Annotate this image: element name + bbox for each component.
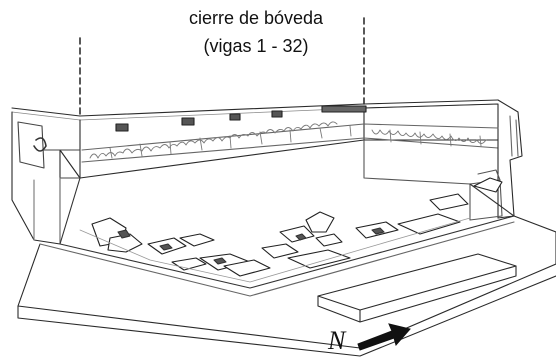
north-letter: N [328,326,346,355]
chamber-floor [59,177,515,289]
vault-closure-label: cierre de bóveda [188,8,324,28]
left-pier [11,111,81,245]
beam-socket [321,105,367,113]
platform [17,215,556,349]
beam-socket [181,117,195,126]
north-arrow-icon [357,323,411,351]
beam-socket [115,123,129,132]
beam-socket [229,113,241,121]
vault-top-edge [11,99,499,117]
beam-socket [271,110,283,118]
beams-range-label: (vigas 1 - 32) [203,36,309,56]
right-pier [497,99,523,219]
debris-slabs [91,177,503,277]
loose-slab [317,253,517,311]
mural-frieze [81,123,499,151]
